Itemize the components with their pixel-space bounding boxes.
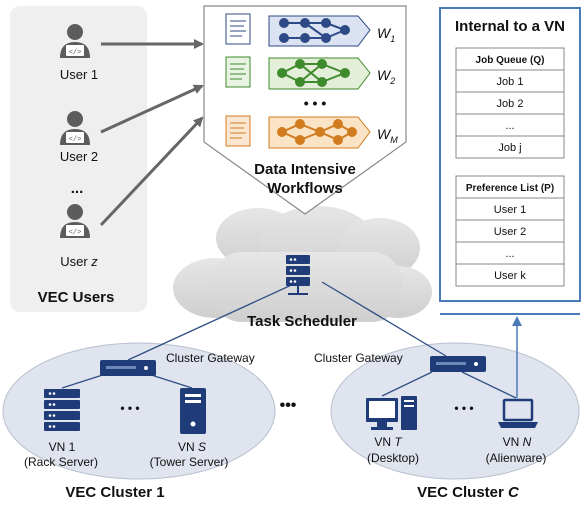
workflow-label: W2	[377, 67, 395, 86]
job-queue-table	[455, 47, 565, 159]
cluster-c-gateway-label: Cluster Gateway	[314, 351, 403, 365]
cluster-c-dots: • • •	[454, 401, 473, 415]
vn-internal-title: Internal to a VN	[455, 18, 565, 35]
workflow-label: WM	[377, 126, 398, 145]
workflows-ellipsis: • • •	[304, 95, 327, 111]
users-panel-title: VEC Users	[38, 289, 115, 306]
vn-t-name: VN T	[374, 435, 403, 449]
gateway-router-icon	[100, 360, 156, 376]
preference-list-row: User 2	[494, 226, 526, 238]
vn-s-name: VN S	[178, 440, 206, 454]
svg-text:</>: </>	[69, 49, 82, 57]
job-queue-row: Job 1	[497, 76, 524, 88]
user-icon: </>	[60, 111, 90, 145]
user-icon: </>	[60, 204, 90, 238]
preference-list-row: User k	[494, 270, 526, 282]
workflows-title-line1: Data Intensive	[254, 161, 356, 178]
vn-n-type: (Alienware)	[486, 451, 547, 465]
vn-1-type: (Rack Server)	[24, 455, 98, 469]
scheduler-server-icon	[286, 255, 310, 295]
cloud-shape	[173, 206, 432, 322]
workflow-dag-m	[277, 119, 357, 145]
preference-list-row: ...	[505, 248, 514, 260]
vn-s-type: (Tower Server)	[150, 455, 229, 469]
vn-t-type: (Desktop)	[367, 451, 419, 465]
svg-text:</>: </>	[69, 136, 82, 144]
user-label: User 2	[60, 149, 98, 164]
workflow-label: W1	[377, 25, 395, 44]
preference-list-row: User 1	[494, 204, 526, 216]
between-clusters-dots: •••	[280, 397, 297, 414]
task-scheduler-label: Task Scheduler	[247, 313, 357, 330]
user-arrow	[99, 116, 204, 227]
user-label: User 1	[60, 67, 98, 82]
user-label: User z	[60, 254, 98, 269]
job-queue-row: Job j	[498, 142, 521, 154]
cluster-1-dots: • • •	[120, 401, 139, 415]
vn-1-name: VN 1	[49, 440, 76, 454]
job-queue-header: Job Queue (Q)	[476, 55, 545, 66]
cluster-c-title: VEC Cluster C	[417, 484, 520, 501]
laptop-icon	[498, 398, 538, 428]
desktop-icon	[366, 396, 417, 430]
cluster-1-title: VEC Cluster 1	[65, 484, 164, 501]
vn-n-name: VN N	[503, 435, 532, 449]
document-icon	[225, 115, 251, 147]
job-queue-row: Job 2	[497, 98, 524, 110]
users-panel	[10, 6, 147, 312]
svg-text:</>: </>	[69, 229, 82, 237]
user-icon: </>	[60, 24, 90, 58]
rack-server-icon	[44, 389, 80, 431]
workflow-dag-1	[279, 18, 350, 43]
workflows-title-line2: Workflows	[267, 180, 343, 197]
job-queue-row: ...	[505, 120, 514, 132]
user-arrow	[100, 84, 204, 134]
users-ellipsis: ...	[71, 180, 84, 197]
preference-list-table	[455, 175, 565, 287]
gateway-router-icon	[430, 356, 486, 372]
document-icon	[225, 56, 251, 88]
cluster-1-region	[2, 342, 276, 480]
tower-server-icon	[180, 388, 206, 434]
document-icon	[225, 13, 251, 45]
workflow-dag-banner	[268, 57, 371, 90]
preference-list-header: Preference List (P)	[466, 183, 554, 194]
workflow-dag-2	[277, 59, 350, 87]
cluster-1-gateway-label: Cluster Gateway	[166, 351, 255, 365]
